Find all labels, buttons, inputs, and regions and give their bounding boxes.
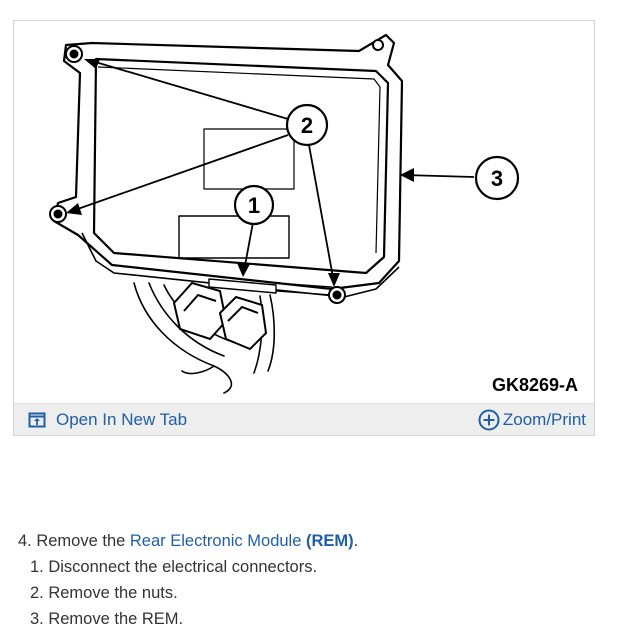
open-new-tab-icon: [28, 412, 46, 427]
arrowheads: [66, 59, 414, 287]
open-in-new-tab-link[interactable]: Open In New Tab: [28, 404, 187, 435]
zoom-print-label: Zoom/Print: [502, 409, 586, 429]
main-step: 4. Remove the Rear Electronic Module (RE…: [18, 528, 358, 554]
mounting-nuts: [49, 39, 384, 304]
figure-toolbar: Open In New Tab Zoom/Print: [14, 403, 594, 435]
zoom-print-link[interactable]: Zoom/Print: [478, 404, 586, 435]
callout-1-label: 1: [248, 193, 260, 218]
list-item: 3. Remove the REM.: [30, 610, 184, 628]
callout-1: 1: [233, 184, 275, 226]
step-prefix: 4. Remove the: [18, 532, 130, 550]
module-body: [52, 33, 404, 298]
plus-circle-icon: [478, 409, 500, 430]
rem-abbrev: (REM): [305, 532, 354, 550]
open-in-new-tab-label: Open In New Tab: [56, 409, 188, 429]
leader-lines: [71, 60, 475, 284]
callout-2-label: 2: [301, 113, 313, 138]
list-item: 2. Remove the nuts.: [30, 584, 178, 602]
substep-list: 1. Disconnect the electrical connectors.…: [18, 554, 358, 632]
procedure-steps: 4. Remove the Rear Electronic Module (RE…: [18, 528, 358, 632]
rem-diagram: 2 1 3 GK8269-A: [49, 33, 578, 395]
rem-link[interactable]: Rear Electronic Module: [129, 532, 302, 550]
callout-3: 3: [474, 155, 520, 201]
step-suffix: .: [353, 532, 359, 550]
callout-2: 2: [285, 103, 329, 147]
figure-label: GK8269-A: [492, 375, 578, 395]
list-item: 1. Disconnect the electrical connectors.: [30, 558, 318, 576]
electrical-connectors: [172, 281, 268, 351]
figure-card: 2 1 3 GK8269-A Open In New Tab: [13, 20, 595, 436]
callout-3-label: 3: [491, 166, 503, 191]
